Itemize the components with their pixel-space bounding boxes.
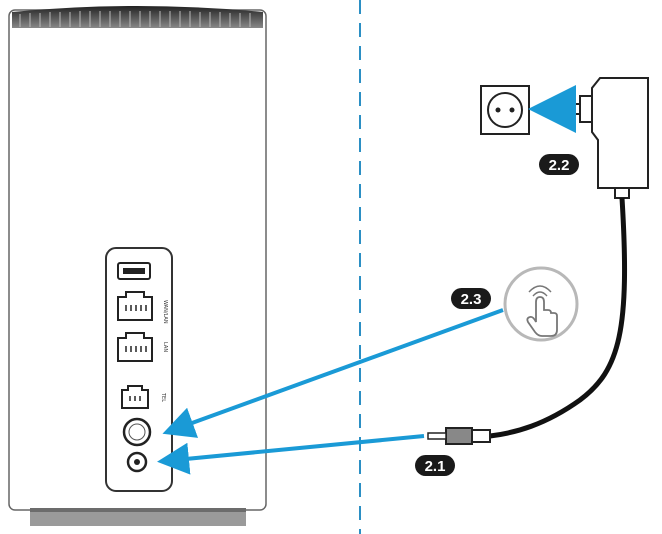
port-panel: WAN/LAN LAN TEL (105, 247, 173, 492)
telephone-port-icon (121, 385, 149, 409)
wall-socket-icon (480, 85, 530, 135)
step-badge-2-1: 2.1 (415, 455, 455, 476)
port-label-wan-lan: WAN/LAN (162, 300, 168, 324)
step-badge-2-2: 2.2 (539, 154, 579, 175)
ethernet-port-icon (117, 291, 153, 321)
router-device: WAN/LAN LAN TEL (8, 6, 267, 526)
top-vent-slots (19, 11, 251, 27)
dc-plug-icon (427, 427, 491, 445)
svg-text:2.3: 2.3 (461, 291, 482, 308)
router-base (30, 508, 246, 526)
dc-power-jack-icon (126, 451, 148, 473)
arrow-plug-to-jack (157, 434, 425, 475)
power-adapter-icon (566, 77, 649, 199)
port-label-lan: LAN (162, 342, 168, 352)
arrow-press-power-button (162, 308, 504, 438)
step-badge-2-3: 2.3 (451, 288, 491, 309)
power-button-icon (122, 417, 152, 447)
power-cable (489, 197, 628, 439)
usb-port-icon (117, 262, 151, 280)
press-hand-icon (503, 266, 579, 342)
svg-text:2.1: 2.1 (425, 458, 446, 475)
ethernet-port-icon (117, 332, 153, 362)
svg-text:2.2: 2.2 (549, 157, 570, 174)
port-label-tel: TEL (160, 392, 166, 402)
